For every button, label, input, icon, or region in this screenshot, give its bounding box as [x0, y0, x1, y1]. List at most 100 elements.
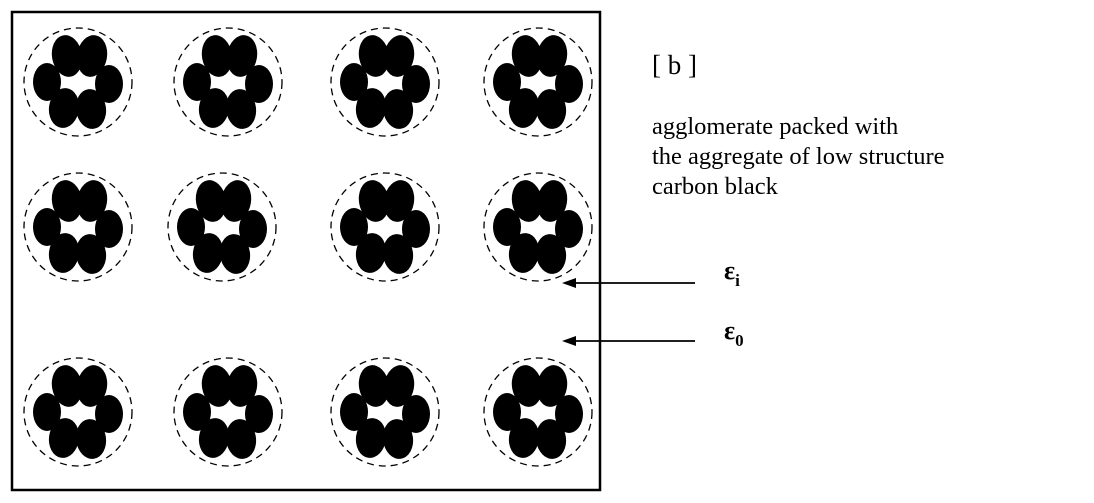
carbon-black-particle — [555, 65, 583, 103]
carbon-black-particle — [219, 234, 251, 274]
outer-voidage-symbol: ε0 — [724, 316, 744, 351]
carbon-black-particle — [340, 393, 368, 431]
carbon-black-particle — [493, 208, 521, 246]
carbon-black-particle — [95, 210, 123, 248]
carbon-black-particle — [383, 180, 415, 222]
carbon-black-particle — [76, 35, 108, 77]
carbon-black-particle — [402, 65, 430, 103]
agglomerate-boundary — [173, 357, 283, 467]
carbon-black-particle — [75, 89, 107, 129]
description-line: the aggregate of low structure — [652, 143, 945, 170]
agglomerate-boundary — [483, 357, 593, 467]
carbon-black-particle — [555, 210, 583, 248]
carbon-black-particle — [198, 88, 230, 128]
carbon-black-particle — [535, 89, 567, 129]
agglomerate — [23, 27, 133, 137]
carbon-black-particle — [383, 35, 415, 77]
carbon-black-particle — [382, 419, 414, 459]
carbon-black-particle — [225, 89, 257, 129]
carbon-black-particle — [75, 419, 107, 459]
carbon-black-particle — [183, 393, 211, 431]
description: agglomerate packed with the aggregate of… — [652, 112, 945, 202]
carbon-black-particle — [358, 35, 390, 77]
carbon-black-particle — [239, 210, 267, 248]
agglomerate-boundary — [167, 172, 277, 282]
carbon-black-particle — [195, 180, 227, 222]
carbon-black-particle — [358, 365, 390, 407]
carbon-black-particle — [76, 180, 108, 222]
carbon-black-particle — [220, 180, 252, 222]
carbon-black-particle — [192, 233, 224, 273]
agglomerate — [173, 357, 283, 467]
subscript-0: 0 — [735, 331, 744, 350]
carbon-black-particle — [355, 88, 387, 128]
carbon-black-particle — [383, 365, 415, 407]
carbon-black-particle — [555, 395, 583, 433]
carbon-black-particle — [33, 208, 61, 246]
carbon-black-particle — [493, 63, 521, 101]
agglomerate — [330, 27, 440, 137]
carbon-black-particle — [511, 365, 543, 407]
agglomerate-boundary — [330, 172, 440, 282]
panel-label: [ b ] — [652, 50, 697, 80]
epsilon-glyph: ε — [724, 316, 736, 345]
carbon-black-particle — [75, 234, 107, 274]
carbon-black-particle — [51, 35, 83, 77]
agglomerate — [330, 357, 440, 467]
carbon-black-particle — [340, 208, 368, 246]
agglomerate — [330, 172, 440, 282]
agglomerate — [483, 27, 593, 137]
carbon-black-particle — [340, 63, 368, 101]
pointer-arrow-outer — [562, 336, 695, 346]
agglomerate-boundary — [23, 172, 133, 282]
carbon-black-particle — [201, 365, 233, 407]
matrix-frame — [10, 10, 602, 492]
agglomerate — [483, 172, 593, 282]
agglomerate — [23, 357, 133, 467]
carbon-black-particle — [535, 419, 567, 459]
carbon-black-particle — [355, 233, 387, 273]
carbon-black-particle — [402, 210, 430, 248]
carbon-black-particle — [511, 180, 543, 222]
carbon-black-particle — [358, 180, 390, 222]
agglomerate-boundary — [23, 27, 133, 137]
carbon-black-particle — [95, 65, 123, 103]
carbon-black-particle — [355, 418, 387, 458]
agglomerate-boundary — [173, 27, 283, 137]
carbon-black-particle — [183, 63, 211, 101]
agglomerate — [23, 172, 133, 282]
carbon-black-particle — [48, 418, 80, 458]
carbon-black-particle — [536, 35, 568, 77]
agglomerate-boundary — [330, 27, 440, 137]
carbon-black-particle — [511, 35, 543, 77]
carbon-black-particle — [535, 234, 567, 274]
carbon-black-particle — [95, 395, 123, 433]
carbon-black-particle — [33, 393, 61, 431]
carbon-black-particle — [382, 89, 414, 129]
carbon-black-particle — [493, 393, 521, 431]
carbon-black-particle — [536, 365, 568, 407]
carbon-black-particle — [536, 180, 568, 222]
carbon-black-particle — [76, 365, 108, 407]
agglomerate — [483, 357, 593, 467]
agglomerate — [167, 172, 277, 282]
description-line: agglomerate packed with — [652, 113, 899, 140]
epsilon-glyph: ε — [724, 256, 736, 285]
carbon-black-particle — [508, 233, 540, 273]
carbon-black-particle — [226, 35, 258, 77]
carbon-black-particle — [51, 365, 83, 407]
agglomerate — [173, 27, 283, 137]
carbon-black-particle — [245, 65, 273, 103]
carbon-black-particle — [33, 63, 61, 101]
carbon-black-particle — [382, 234, 414, 274]
subscript-i: i — [735, 271, 740, 290]
carbon-black-particle — [48, 88, 80, 128]
carbon-black-particle — [508, 88, 540, 128]
description-line: carbon black — [652, 173, 778, 200]
inner-voidage-symbol: εi — [724, 256, 740, 291]
carbon-black-particle — [198, 418, 230, 458]
carbon-black-particle — [51, 180, 83, 222]
carbon-black-particle — [508, 418, 540, 458]
carbon-black-particle — [402, 395, 430, 433]
